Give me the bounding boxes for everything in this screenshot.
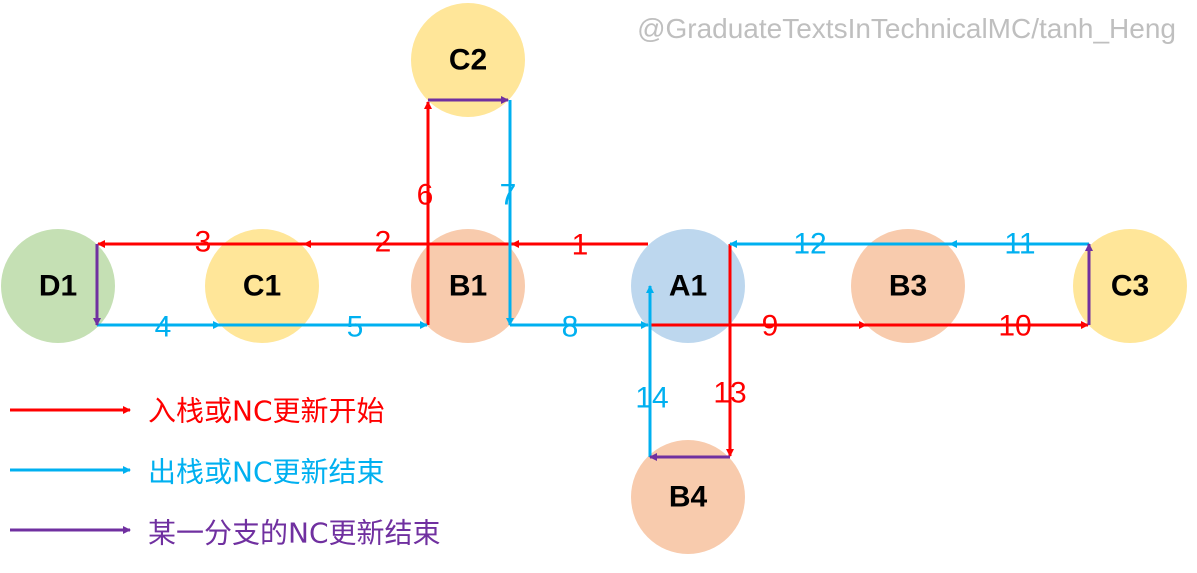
edge-label: 2 — [375, 226, 392, 259]
node-label: C2 — [449, 44, 487, 77]
node-a1: A1 — [631, 229, 745, 343]
legend-label: 某一分支的NC更新结束 — [148, 517, 441, 550]
watermark: @GraduateTextsInTechnicalMC/tanh_Heng — [637, 13, 1176, 44]
node-c1: C1 — [205, 229, 319, 343]
node-b4: B4 — [631, 440, 745, 554]
edge-label: 7 — [500, 179, 517, 212]
node-b3: B3 — [851, 229, 965, 343]
node-c2: C2 — [411, 3, 525, 117]
node-b1: B1 — [411, 229, 525, 343]
edge-label: 12 — [793, 228, 826, 261]
edge-label: 9 — [762, 310, 779, 343]
legend: 入栈或NC更新开始 出栈或NC更新结束 某一分支的NC更新结束 — [10, 395, 441, 550]
node-label: B1 — [449, 270, 487, 303]
node-label: C1 — [243, 270, 281, 303]
edge-label: 3 — [195, 226, 212, 259]
edge-label: 10 — [998, 310, 1031, 343]
legend-label: 入栈或NC更新开始 — [148, 395, 385, 428]
node-label: B3 — [889, 270, 927, 303]
edge-label: 6 — [417, 179, 434, 212]
edge-label: 4 — [155, 311, 172, 344]
edge-label: 13 — [713, 377, 746, 410]
node-label: D1 — [39, 270, 77, 303]
node-d1: D1 — [1, 229, 115, 343]
node-c3: C3 — [1073, 229, 1187, 343]
legend-label: 出栈或NC更新结束 — [148, 456, 385, 489]
edge-label: 14 — [635, 382, 668, 415]
node-label: B4 — [669, 481, 708, 514]
edge-label: 8 — [562, 311, 579, 344]
edge-label: 1 — [572, 229, 589, 262]
node-label: C3 — [1111, 270, 1149, 303]
edge-label: 5 — [347, 311, 364, 344]
node-label: A1 — [669, 270, 707, 303]
edge-label: 11 — [1004, 228, 1035, 261]
